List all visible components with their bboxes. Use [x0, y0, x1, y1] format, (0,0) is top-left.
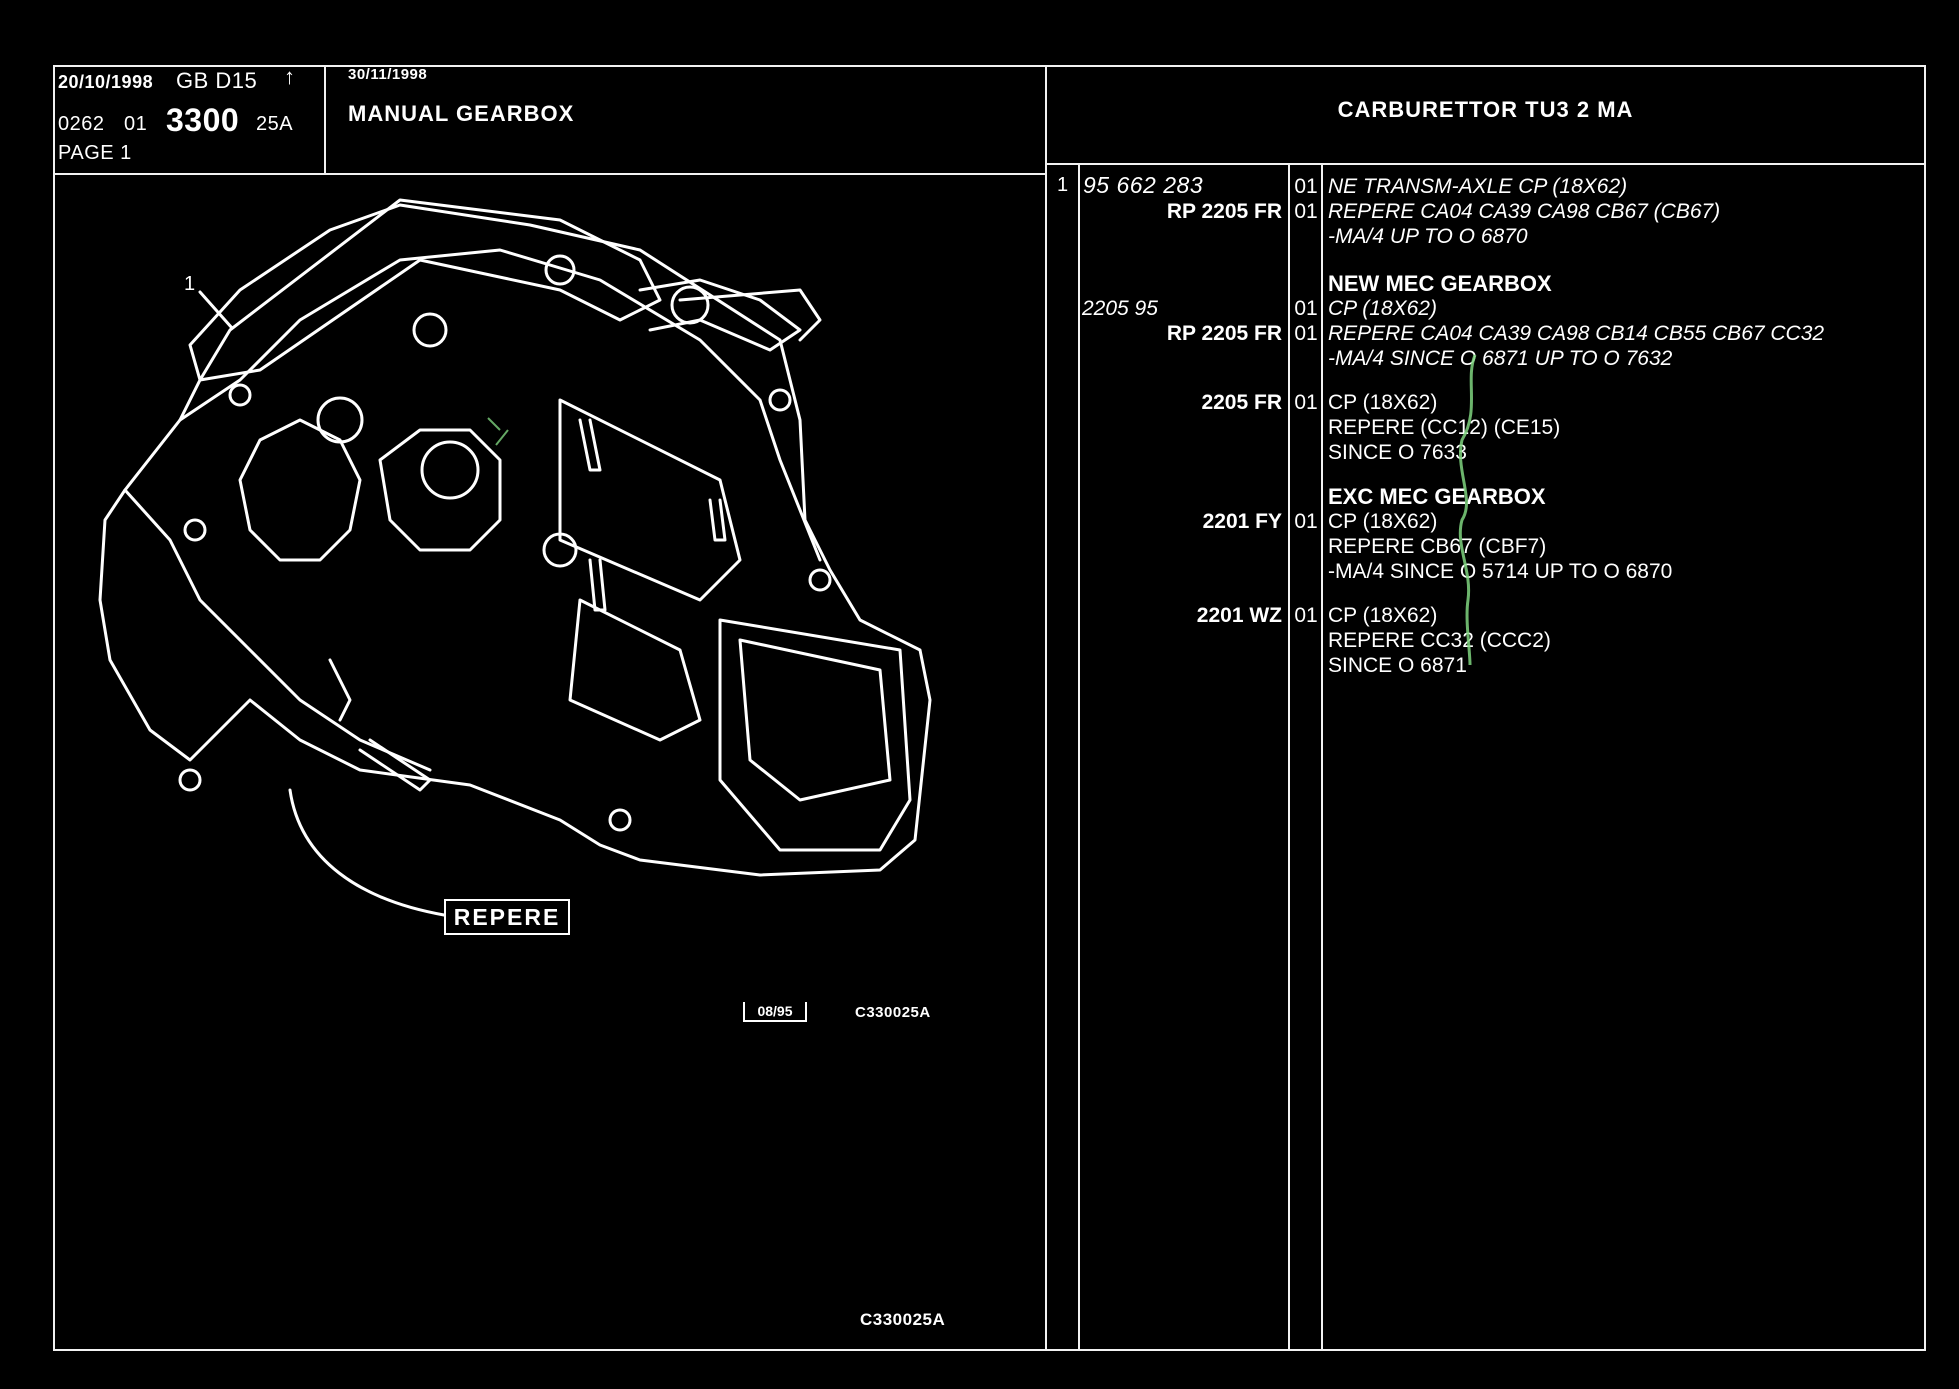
callout-number: 1 — [184, 273, 195, 295]
part-description: CP (18X62) — [1328, 510, 1438, 533]
part-description: SINCE O 7633 — [1328, 441, 1467, 464]
part-ref: 2205 FR — [1201, 391, 1282, 414]
part-description: CP (18X62) — [1328, 391, 1438, 414]
part-description: REPERE CB67 (CBF7) — [1328, 535, 1547, 558]
part-description: REPERE CA04 CA39 CA98 CB14 CB55 CB67 CC3… — [1328, 322, 1825, 345]
header-page: PAGE 1 — [58, 142, 132, 164]
arrow-up-icon: ↑ — [284, 64, 296, 89]
divider-header-left — [324, 65, 326, 173]
part-qty: 01 — [1294, 322, 1318, 345]
divider-main — [1045, 65, 1047, 1351]
item-number: 1 — [1057, 174, 1069, 196]
divider-header-bottom-right — [1045, 163, 1926, 165]
part-description: NE TRANSM-AXLE CP (18X62) — [1328, 175, 1628, 198]
column-divider-qty-right — [1321, 163, 1323, 1351]
column-divider-qty-left — [1288, 163, 1290, 1351]
header-left-date: 20/10/1998 — [58, 72, 154, 92]
section-heading: NEW MEC GEARBOX — [1328, 271, 1552, 296]
section-heading: EXC MEC GEARBOX — [1328, 484, 1546, 509]
header-ref-suffix: 25A — [256, 113, 294, 135]
part-ref: RP 2205 FR — [1166, 200, 1282, 223]
diagram-code-bottom: C330025A — [860, 1310, 946, 1329]
part-number: 95 662 283 — [1083, 172, 1204, 198]
part-qty: 01 — [1294, 297, 1318, 320]
part-qty: 01 — [1294, 200, 1318, 223]
part-description: CP (18X62) — [1328, 604, 1438, 627]
part-description: SINCE O 6871 — [1328, 654, 1467, 677]
header-mid-date: 30/11/1998 — [348, 66, 428, 83]
page-title: MANUAL GEARBOX — [348, 101, 575, 126]
diagram-date-box: 08/95 — [743, 1002, 807, 1022]
part-description: -MA/4 SINCE O 5714 UP TO O 6870 — [1328, 560, 1673, 583]
column-divider-partno — [1078, 163, 1080, 1351]
part-qty: 01 — [1294, 391, 1318, 414]
part-description: -MA/4 SINCE O 6871 UP TO O 7632 — [1328, 347, 1673, 370]
part-description: -MA/4 UP TO O 6870 — [1328, 225, 1528, 248]
part-ref: 2205 95 — [1082, 297, 1158, 320]
header-left-code: GB D15 — [176, 68, 258, 93]
part-qty: 01 — [1294, 604, 1318, 627]
part-qty: 01 — [1294, 510, 1318, 533]
part-qty: 01 — [1294, 175, 1318, 198]
page-frame — [53, 65, 1926, 1351]
part-description: REPERE CA04 CA39 CA98 CB67 (CB67) — [1328, 200, 1721, 223]
part-description: REPERE (CC12) (CE15) — [1328, 416, 1561, 439]
right-title: CARBURETTOR TU3 2 MA — [1337, 97, 1634, 122]
header-ref-a: 0262 — [58, 113, 105, 135]
repere-label: REPERE — [444, 899, 570, 935]
part-ref: 2201 WZ — [1196, 604, 1282, 627]
part-ref: RP 2205 FR — [1166, 322, 1282, 345]
header-ref-main: 3300 — [166, 102, 240, 138]
part-description: CP (18X62) — [1328, 297, 1437, 320]
divider-header-bottom-left — [53, 173, 1046, 175]
part-description: REPERE CC32 (CCC2) — [1328, 629, 1551, 652]
diagram-code-small: C330025A — [855, 1004, 931, 1021]
part-ref: 2201 FY — [1202, 510, 1282, 533]
header-ref-b: 01 — [124, 113, 148, 135]
